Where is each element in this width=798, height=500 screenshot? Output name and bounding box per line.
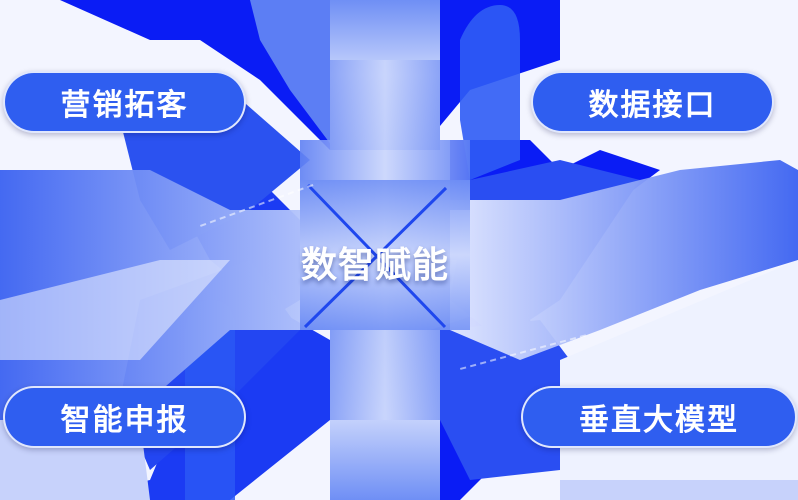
node-label: 智能申报 — [60, 403, 189, 438]
node-smart-declaration[interactable]: 智能申报 — [3, 386, 246, 448]
center-label: 数智赋能 — [300, 245, 449, 286]
node-data-interface[interactable]: 数据接口 — [531, 71, 774, 133]
node-label: 数据接口 — [588, 88, 717, 123]
node-label: 垂直大模型 — [579, 403, 739, 438]
node-label: 营销拓客 — [60, 88, 189, 123]
node-marketing[interactable]: 营销拓客 — [3, 71, 246, 133]
node-vertical-llm[interactable]: 垂直大模型 — [521, 386, 797, 448]
